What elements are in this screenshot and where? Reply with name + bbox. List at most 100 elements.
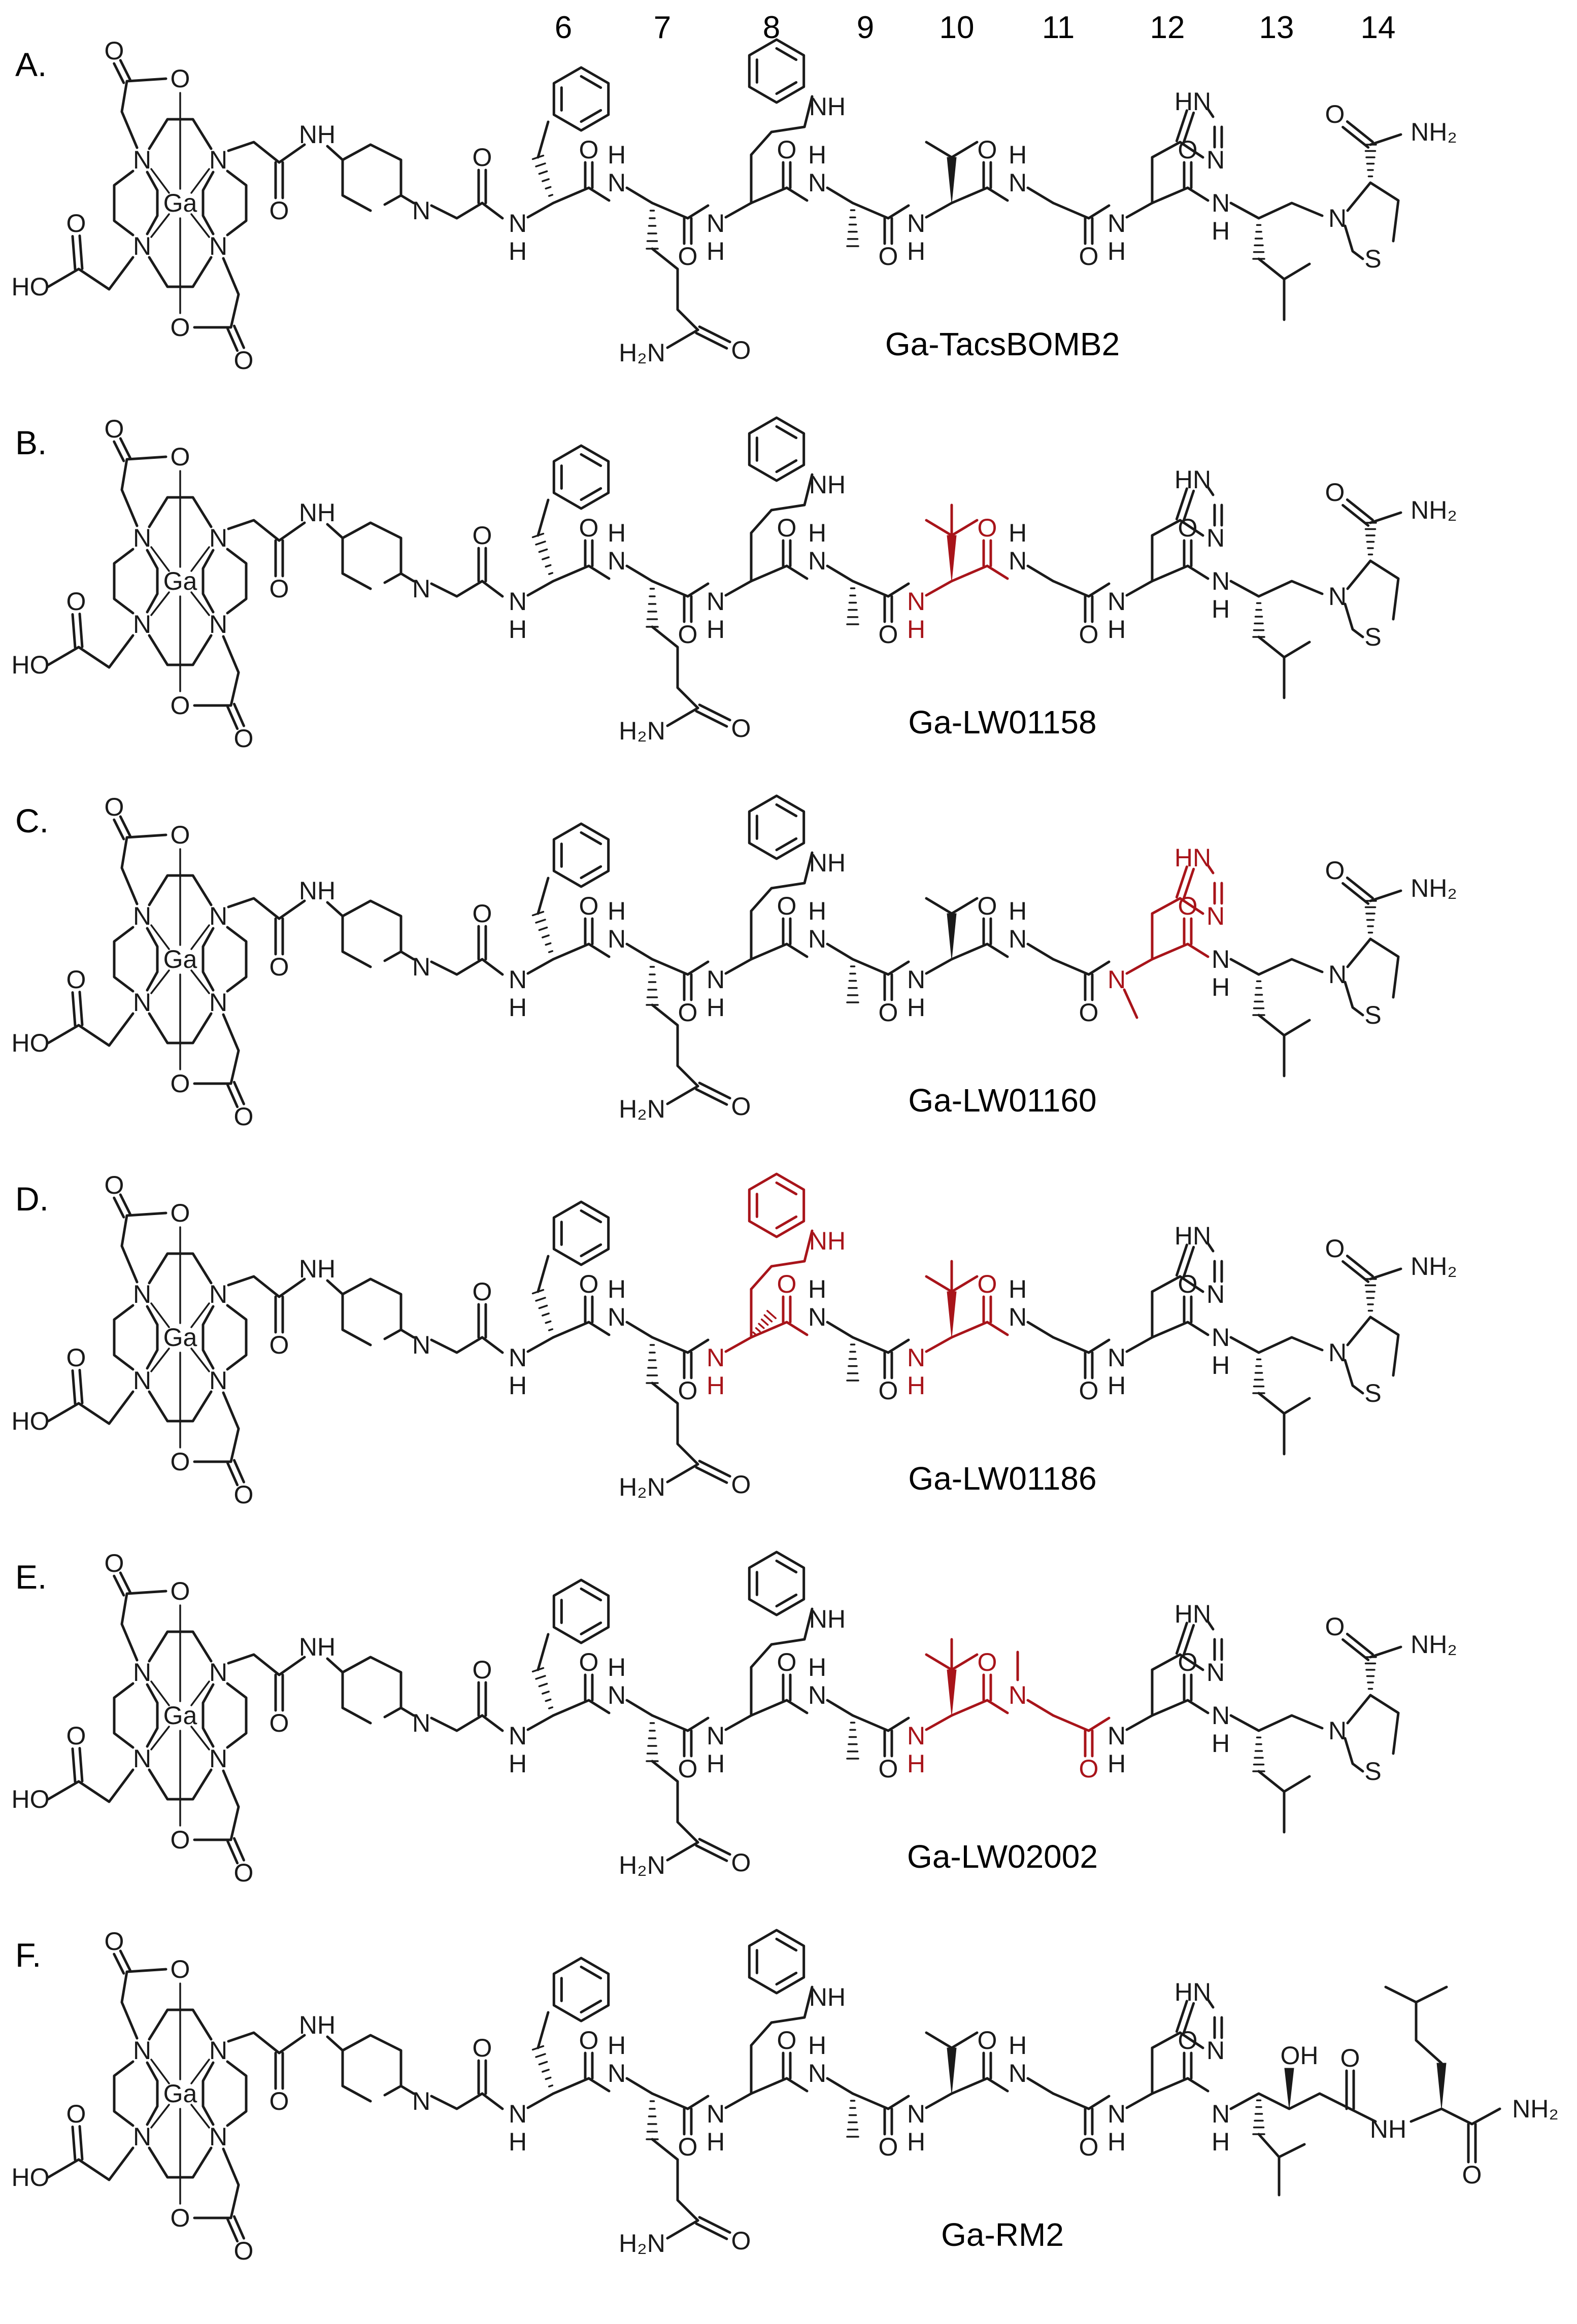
isobutyl-bond xyxy=(1283,262,1311,281)
side-chain-bond xyxy=(750,1265,773,1291)
backbone-hydrogen: H xyxy=(608,141,626,169)
ring-double-bond xyxy=(775,459,798,474)
side-chain-bond xyxy=(536,1633,550,1671)
backbone-hydrogen: H xyxy=(1108,615,1126,644)
isobutyl-bond xyxy=(1384,1985,1418,2004)
amide-nh: NH xyxy=(299,498,335,527)
stereo-hash xyxy=(1252,980,1265,1016)
imidazole-double-bond xyxy=(1182,1245,1195,1279)
oxygen-atom: O xyxy=(234,1859,254,1887)
imidazole-ring xyxy=(1179,519,1204,537)
stereo-hash-line xyxy=(538,1304,548,1309)
c-terminal-amide: NH₂ xyxy=(1411,1252,1457,1281)
carbonyl-double-bond xyxy=(78,234,84,270)
nitrogen-atom: N xyxy=(209,524,227,552)
thiazolidine-sulfur: S xyxy=(1364,1379,1381,1407)
c-terminal-amide: NH₂ xyxy=(1411,874,1457,902)
backbone-bond xyxy=(750,186,788,205)
carbonyl-double-bond xyxy=(698,703,731,722)
backbone-nitrogen: N xyxy=(509,965,527,994)
ring-double-bond xyxy=(580,1243,602,1258)
imidazole-double-bond xyxy=(1175,487,1188,521)
carbonyl-double-bond xyxy=(113,440,125,462)
thiazolidine-nitrogen: N xyxy=(1328,204,1347,232)
stereo-hash-line xyxy=(542,1312,550,1317)
residue-11-gly: NHO xyxy=(1009,519,1111,649)
ring-double-bond xyxy=(580,1999,602,2014)
backbone-bond xyxy=(851,958,890,976)
hydroxyl-wedge xyxy=(1284,2068,1294,2109)
coordination-bond xyxy=(150,969,170,994)
backbone-nitrogen: N xyxy=(608,925,626,953)
oxygen-atom: O xyxy=(473,1277,492,1306)
carbonyl-oxygen: O xyxy=(777,892,797,920)
linker-bond xyxy=(227,2031,281,2054)
tert-butyl-bond xyxy=(925,519,953,537)
amide-nh: NH xyxy=(299,1633,335,1661)
residue-position-12: 12 xyxy=(1150,10,1185,45)
backbone-hydrogen: H xyxy=(608,1653,626,1681)
nitrogen-atom: N xyxy=(412,953,430,981)
backbone-nitrogen: N xyxy=(1108,965,1126,994)
isopropyl-bond xyxy=(925,897,953,915)
carbonyl-oxygen: O xyxy=(777,2026,797,2054)
piperidine-ring xyxy=(341,1671,372,1725)
backbone-hydrogen: H xyxy=(509,993,527,1022)
ring-outline xyxy=(552,1957,610,2023)
imidazole-double-bond xyxy=(1182,2002,1195,2035)
imidazole-nitrogen: N xyxy=(1206,524,1225,552)
backbone-bond xyxy=(1087,582,1111,598)
backbone-nitrogen: N xyxy=(907,1343,925,1372)
backbone-nitrogen: N xyxy=(1108,587,1126,616)
acetate-bond xyxy=(120,1211,167,1284)
side-chain-amide: H₂N xyxy=(619,1473,665,1501)
carbonyl-oxygen: O xyxy=(579,2026,599,2054)
backbone-bond xyxy=(826,2077,854,2095)
stereo-hash xyxy=(531,1289,554,1331)
backbone-nitrogen: N xyxy=(907,1722,925,1750)
stereo-hash-line xyxy=(535,919,546,924)
stereo-hash xyxy=(531,2045,554,2087)
reduced-bond xyxy=(1257,201,1324,220)
side-chain-bond xyxy=(666,1841,699,1862)
macrocycle-bond xyxy=(113,170,135,237)
nitrogen-atom: N xyxy=(209,2123,227,2151)
ring-double-bond xyxy=(580,1587,602,1602)
backbone-hydrogen: H xyxy=(509,237,527,265)
backbone-nh: NH xyxy=(1370,2115,1406,2143)
backbone-nitrogen: N xyxy=(608,547,626,575)
residue-11-gly: NHO xyxy=(1009,897,1111,1027)
oxygen-atom: O xyxy=(105,415,124,443)
backbone-bond xyxy=(625,1699,654,1717)
carbonyl-double-bond xyxy=(1341,1260,1370,1283)
ring-double-bond xyxy=(775,81,798,95)
oxygen-atom: O xyxy=(171,1955,190,1983)
panel-label: B. xyxy=(15,424,47,461)
linker-bond xyxy=(481,580,504,598)
side-chain-bond xyxy=(651,1003,699,1088)
piperidine-ring xyxy=(383,950,402,962)
imidazole-ring xyxy=(1151,141,1182,159)
coordination-bond xyxy=(150,2104,170,2129)
carbonyl-double-bond xyxy=(698,1460,731,1478)
imidazole-double-bond xyxy=(1182,867,1195,901)
compound-name: Ga-LW01186 xyxy=(908,1460,1096,1497)
backbone-bond xyxy=(1087,2095,1111,2110)
side-chain-wedge xyxy=(947,535,957,582)
imidazole-double-bond xyxy=(1182,489,1195,523)
stereo-hash-line xyxy=(538,926,548,931)
backbone-bond xyxy=(1026,1699,1055,1717)
carbonyl-oxygen: O xyxy=(879,1755,898,1783)
carbonyl-double-bond xyxy=(71,1369,77,1405)
backbone-nitrogen: N xyxy=(707,209,725,238)
backbone-bond xyxy=(1052,201,1090,220)
coordination-bond xyxy=(190,1348,210,1372)
phenyl-ring xyxy=(552,66,610,132)
backbone-bond xyxy=(526,2092,555,2109)
thiazolidine-sulfur: S xyxy=(1364,1757,1381,1786)
imidazole-nitrogen: N xyxy=(1206,1658,1225,1687)
ring-outline xyxy=(552,66,610,132)
backbone-bond xyxy=(686,1338,710,1354)
side-chain-amide: H₂N xyxy=(619,1851,665,1879)
residue-6-phe: NHO xyxy=(509,1270,611,1400)
